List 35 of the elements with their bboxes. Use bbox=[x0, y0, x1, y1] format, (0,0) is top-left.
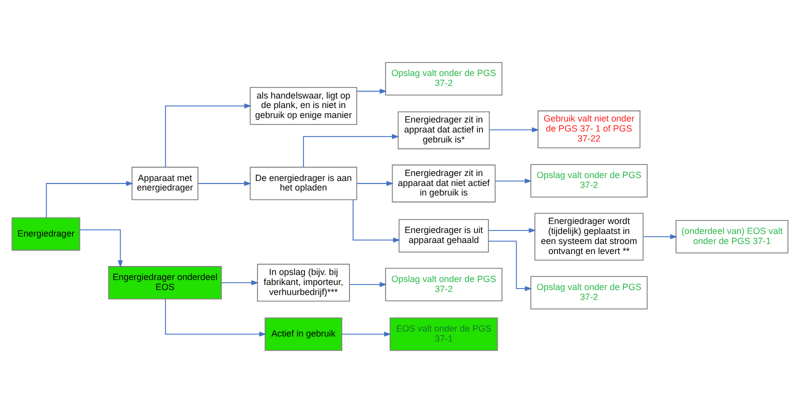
node-box: Energiedrager zit in apparaat dat niet actief in gebruik is bbox=[392, 164, 496, 202]
node-box: De energiedrager is aan het opladen bbox=[250, 166, 358, 200]
node-box: EOS valt onder de PGS 37-1 bbox=[390, 316, 498, 350]
arrow bbox=[165, 102, 252, 167]
node-box: (onderdeel van) EOS valt onder de PGS 37-1 bbox=[676, 220, 788, 253]
node-box: Gebruik valt niet onder de PGS 37- 1 of PGS 37-22 bbox=[538, 110, 640, 148]
node-box: Opslag valt onder de PGS 37-2 bbox=[530, 275, 648, 309]
node-box: Energiedrager wordt (tijdelijk) geplaatst in een systeem dat stroom ontvangt en levert ** bbox=[534, 212, 644, 260]
node-box: Opslag valt onder de PGS 37-2 bbox=[530, 164, 648, 197]
node-box: Opslag valt onder de PGS 37-2 bbox=[385, 62, 502, 96]
arrow bbox=[198, 180, 252, 186]
node-box: Opslag valt onder de PGS 37-2 bbox=[385, 267, 502, 301]
arrow bbox=[80, 228, 123, 268]
arrow bbox=[349, 282, 387, 287]
arrow bbox=[488, 240, 532, 291]
node-box: Engergiedrager onderdeel EOS bbox=[108, 266, 222, 299]
node-box: Energiedrager zit in appraat dat actief in gebruik is* bbox=[398, 110, 490, 149]
arrow bbox=[643, 234, 678, 239]
arrow bbox=[165, 298, 266, 336]
arrow bbox=[46, 180, 134, 218]
arrow bbox=[494, 178, 532, 184]
node-box: als handelswaar, ligt op de plank, en is niet in gebruik op enige manier bbox=[250, 86, 358, 124]
arrow bbox=[488, 227, 536, 232]
arrow bbox=[356, 88, 387, 94]
node-box: Energiedrager bbox=[12, 216, 80, 250]
node-box: Energiedrager is uit apparaat gehaald bbox=[398, 218, 489, 252]
node-box: Apparaat met energiedrager bbox=[132, 166, 198, 200]
node-box: Actief in gebruik bbox=[264, 316, 342, 350]
arrow bbox=[221, 280, 259, 285]
arrow bbox=[489, 126, 540, 132]
arrow bbox=[303, 134, 400, 168]
arrow bbox=[352, 198, 400, 242]
arrow bbox=[342, 331, 392, 336]
node-box: In opslag (bijv. bij fabrikant, importeur, verhuurbedrijf)*** bbox=[257, 263, 350, 302]
arrow bbox=[356, 180, 394, 186]
